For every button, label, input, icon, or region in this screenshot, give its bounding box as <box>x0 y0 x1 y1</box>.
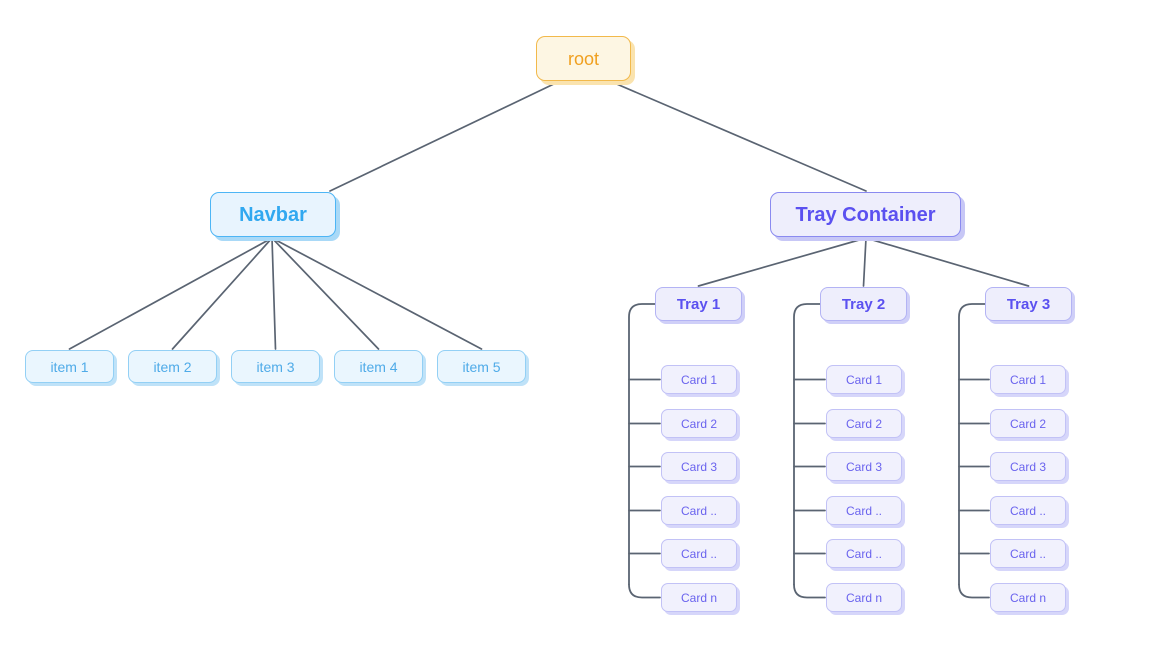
node-card-label: Card .. <box>1009 503 1046 518</box>
node-navbar-item-label: item 3 <box>256 358 295 375</box>
node-tray-1-card-2[interactable]: Card 2 <box>661 409 737 438</box>
node-navbar-item-5[interactable]: item 5 <box>437 350 526 383</box>
node-tray-2[interactable]: Tray 2 <box>820 287 907 321</box>
node-card-label: Card n <box>845 590 883 605</box>
node-tray-1-card-3[interactable]: Card 3 <box>661 452 737 481</box>
node-navbar-item-label: item 1 <box>50 358 89 375</box>
node-tray-3-card-2[interactable]: Card 2 <box>990 409 1066 438</box>
node-navbar-label: Navbar <box>239 203 307 226</box>
edge-tray-2-spine <box>793 303 821 586</box>
node-card-label: Card 1 <box>845 372 883 387</box>
node-card-label: Card n <box>1009 590 1047 605</box>
node-card-label: Card 2 <box>680 416 718 431</box>
edge-navbar-item-2 <box>171 237 273 350</box>
edge-tray-3-card-6 <box>958 583 990 599</box>
node-tray-container-label: Tray Container <box>795 203 936 226</box>
node-card-label: Card 1 <box>680 372 718 387</box>
node-tray-1-card-4[interactable]: Card .. <box>661 496 737 525</box>
node-tray-3-card-6[interactable]: Card n <box>990 583 1066 612</box>
node-card-label: Card .. <box>680 503 717 518</box>
node-root-label: root <box>567 48 600 69</box>
edge-navbar-item-3 <box>271 237 277 350</box>
node-tray-2-card-1[interactable]: Card 1 <box>826 365 902 394</box>
node-tray-3[interactable]: Tray 3 <box>985 287 1072 321</box>
edge-tray-container-tray-1 <box>697 237 867 287</box>
node-tray-container[interactable]: Tray Container <box>770 192 961 237</box>
edge-tray-container-tray-3 <box>865 237 1030 287</box>
node-card-label: Card .. <box>845 546 882 561</box>
node-card-label: Card .. <box>845 503 882 518</box>
node-tray-3-card-1[interactable]: Card 1 <box>990 365 1066 394</box>
node-navbar-item-label: item 2 <box>153 358 192 375</box>
node-tray-3-card-3[interactable]: Card 3 <box>990 452 1066 481</box>
node-card-label: Card 2 <box>845 416 883 431</box>
node-tray-1-card-6[interactable]: Card n <box>661 583 737 612</box>
node-navbar-item-3[interactable]: item 3 <box>231 350 320 383</box>
node-navbar-item-2[interactable]: item 2 <box>128 350 217 383</box>
node-navbar-item-label: item 5 <box>462 358 501 375</box>
node-card-label: Card 1 <box>1009 372 1047 387</box>
node-card-label: Card 2 <box>1009 416 1047 431</box>
node-tray-3-card-5[interactable]: Card .. <box>990 539 1066 568</box>
node-tray-2-card-5[interactable]: Card .. <box>826 539 902 568</box>
node-tray-label: Tray 3 <box>1006 295 1051 313</box>
edge-navbar-item-1 <box>68 237 273 350</box>
edge-tray-1-spine <box>628 303 656 586</box>
edge-tray-2-card-6 <box>793 583 826 599</box>
node-tray-label: Tray 1 <box>676 295 721 313</box>
node-card-label: Card n <box>680 590 718 605</box>
node-root[interactable]: root <box>536 36 631 81</box>
node-tray-2-card-6[interactable]: Card n <box>826 583 902 612</box>
edge-tray-container-tray-2 <box>862 237 867 287</box>
edge-tray-1-card-6 <box>628 583 661 599</box>
node-tray-label: Tray 2 <box>841 295 886 313</box>
node-tray-3-card-4[interactable]: Card .. <box>990 496 1066 525</box>
node-tray-2-card-4[interactable]: Card .. <box>826 496 902 525</box>
node-navbar-item-1[interactable]: item 1 <box>25 350 114 383</box>
edge-root-tray-container <box>611 81 867 192</box>
edge-navbar-item-4 <box>271 237 380 350</box>
node-card-label: Card .. <box>680 546 717 561</box>
node-card-label: Card .. <box>1009 546 1046 561</box>
node-tray-2-card-2[interactable]: Card 2 <box>826 409 902 438</box>
node-tray-1-card-1[interactable]: Card 1 <box>661 365 737 394</box>
node-card-label: Card 3 <box>845 459 883 474</box>
node-card-label: Card 3 <box>680 459 718 474</box>
edge-root-navbar <box>329 81 559 192</box>
node-tray-1[interactable]: Tray 1 <box>655 287 742 321</box>
node-navbar-item-label: item 4 <box>359 358 398 375</box>
node-tray-2-card-3[interactable]: Card 3 <box>826 452 902 481</box>
edge-tray-3-spine <box>958 303 986 586</box>
node-navbar-item-4[interactable]: item 4 <box>334 350 423 383</box>
edge-navbar-item-5 <box>271 237 483 350</box>
node-card-label: Card 3 <box>1009 459 1047 474</box>
node-tray-1-card-5[interactable]: Card .. <box>661 539 737 568</box>
node-navbar[interactable]: Navbar <box>210 192 336 237</box>
